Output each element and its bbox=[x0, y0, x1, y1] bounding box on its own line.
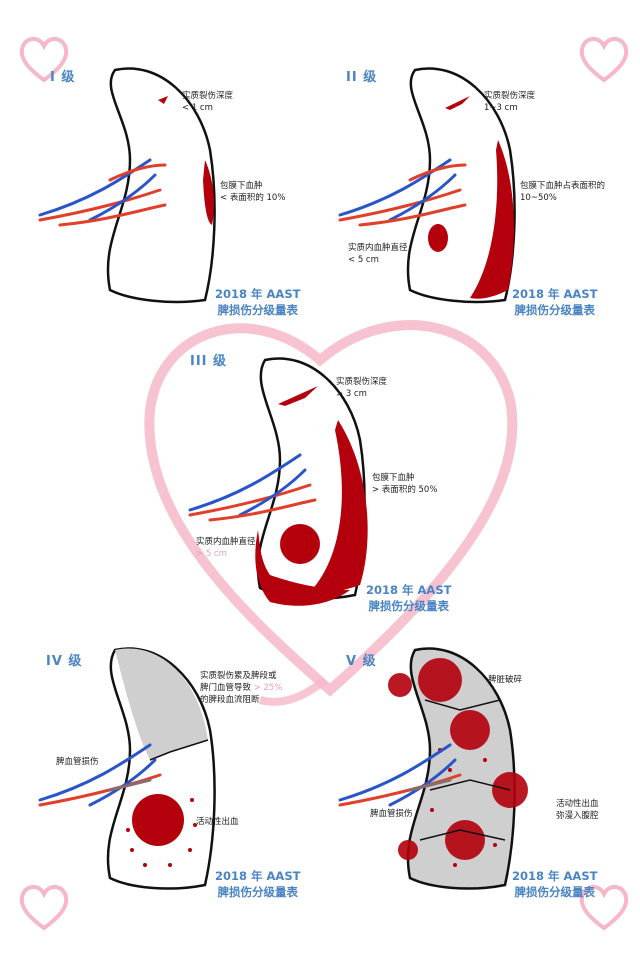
grade-3-title: III 级 bbox=[190, 354, 228, 369]
grade-4-title: IV 级 bbox=[46, 654, 83, 669]
spleen-grade-4-diagram bbox=[38, 647, 216, 890]
grade-5-label-shattered: 脾脏破碎 bbox=[488, 675, 523, 685]
grade-3-label-laceration: 实质裂伤深度> 3 cm bbox=[336, 377, 388, 399]
grade-2-title: II 级 bbox=[346, 70, 378, 85]
grade-3-label-intraparenchymal: 实质内血肿直径> 5 cm bbox=[196, 537, 256, 559]
grade-5-title: V 级 bbox=[346, 654, 377, 669]
grade-4-label-laceration: 实质裂伤累及脾段或脾门血管导致 > 25%的脾段血流阻断 bbox=[200, 671, 283, 705]
spleen-grade-5-diagram bbox=[338, 647, 528, 890]
heart-icon-top-right bbox=[579, 37, 629, 83]
spleen-grade-3-diagram bbox=[188, 357, 368, 606]
grade-2-label-intraparenchymal: 实质内血肿直径< 5 cm bbox=[348, 243, 408, 265]
grade-1-title: I 级 bbox=[50, 70, 76, 85]
grade-5-label-active: 活动性出血弥漫入腹腔 bbox=[556, 799, 599, 821]
grade-1-label-laceration: 实质裂伤深度< 1 cm bbox=[182, 91, 234, 113]
grade-1-label-hematoma: 包膜下血肿< 表面积的 10% bbox=[220, 181, 286, 203]
spleen-grade-2-diagram bbox=[338, 67, 516, 304]
spleen-grade-1-diagram bbox=[38, 67, 216, 304]
grade-4-label-vessel: 脾血管损伤 bbox=[56, 757, 99, 767]
grade-3-label-hematoma: 包膜下血肿> 表面积的 50% bbox=[372, 473, 438, 495]
grade-5-label-vessel: 脾血管损伤 bbox=[370, 809, 413, 819]
heart-icon-top-left bbox=[19, 37, 69, 83]
heart-icon-bottom-right bbox=[579, 885, 629, 931]
panel-grade-4: IV 级 实质裂伤累及脾段或脾门血管导致 > 25%的脾段血流阻断 脾血管损伤 … bbox=[0, 640, 320, 960]
panel-grade-1: I 级 实质裂伤深度< 1 cm 包膜下血肿< 表面积的 10% 2018 年 … bbox=[0, 0, 320, 320]
heart-icon-bottom-left bbox=[19, 885, 69, 931]
grade-4-label-active: 活动性出血 bbox=[196, 817, 239, 827]
panel-grade-3: III 级 实质裂伤深度> 3 cm 包膜下血肿> 表面积的 50% 实质内血肿… bbox=[160, 320, 480, 640]
